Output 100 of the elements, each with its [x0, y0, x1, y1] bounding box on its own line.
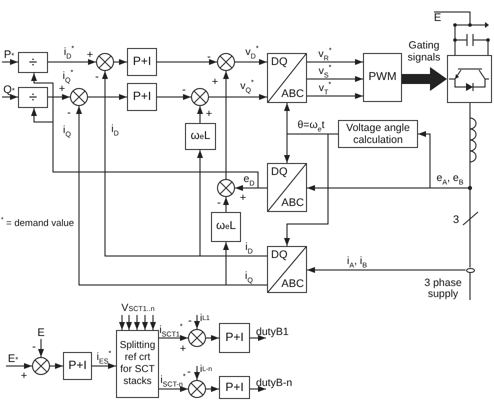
thick-arrow — [402, 67, 447, 91]
arrow — [306, 93, 364, 99]
arrow — [223, 70, 229, 180]
arrow — [234, 59, 268, 65]
sign-label: - — [95, 70, 99, 84]
arrow — [197, 106, 203, 124]
arrow — [134, 314, 140, 330]
sign-label: - — [187, 366, 191, 378]
sign-label: + — [86, 48, 94, 62]
process-block: Voltage angle calculation — [338, 120, 418, 148]
arrow — [194, 314, 200, 330]
note-text: $^{*}$ = demand value — [1, 218, 74, 230]
supply-label: 3 phase supply — [421, 278, 471, 300]
sign-label: - — [182, 84, 186, 96]
block-label: DQ — [271, 57, 288, 68]
arrow — [92, 363, 116, 369]
sign-label: + — [240, 192, 246, 204]
arrow — [2, 94, 18, 100]
block-label: ABC — [281, 89, 304, 100]
arrow — [88, 94, 128, 100]
summing-junction — [191, 88, 209, 106]
arrow — [142, 314, 148, 330]
controller-block: P+I — [219, 323, 250, 353]
controller-block: P+I — [63, 352, 92, 380]
edge-label: i$_{Q}$ — [245, 271, 253, 283]
arrow — [150, 314, 156, 330]
block-label: ABC — [281, 279, 304, 290]
summing-junction — [217, 53, 235, 71]
sign-label: - — [188, 314, 192, 328]
arrow — [6, 363, 32, 369]
sign-label: + — [180, 342, 186, 356]
arrow — [306, 267, 466, 273]
current-sensor-icon — [466, 268, 474, 272]
arrow — [223, 242, 268, 286]
connector-line — [434, 12, 470, 22]
arrow — [38, 338, 44, 358]
process-block: Splitting ref crt for SCT stacks — [116, 330, 159, 398]
arrow — [158, 335, 188, 341]
arrow — [119, 314, 125, 330]
arrow — [126, 314, 132, 330]
edge-label: i$_{D}$ — [111, 124, 119, 136]
arrow — [48, 59, 96, 65]
inverter-block — [447, 55, 492, 103]
sign-label: + — [212, 76, 218, 88]
arrow — [250, 335, 266, 341]
arrow — [208, 94, 268, 100]
transform-block — [267, 246, 307, 293]
arrow — [31, 108, 268, 188]
arrow — [306, 185, 470, 191]
edge-label: Gating signals — [406, 40, 442, 64]
arrow — [306, 76, 364, 82]
controller-block: P+I — [127, 48, 157, 76]
connector-line — [454, 46, 456, 56]
capacitor-icon — [452, 21, 491, 46]
transform-block — [267, 163, 307, 212]
pwm-block: PWM — [363, 53, 402, 102]
sign-label: - — [207, 50, 211, 64]
edge-label: i$_{A}$, i$_{B}$ — [346, 256, 368, 268]
signal-label: E — [432, 12, 443, 24]
summing-junction — [70, 88, 88, 106]
summing-junction — [217, 179, 235, 197]
summing-junction — [188, 380, 206, 398]
wire-count-label: 3 — [452, 214, 460, 226]
arrow — [114, 59, 128, 65]
output-label: dutyB-n — [253, 377, 293, 389]
arrow — [50, 363, 64, 369]
divider-block: ÷ — [18, 87, 48, 108]
edge-label: i$_{D}$ — [245, 242, 253, 254]
edge-label: θ=ω$_{e}$t — [297, 120, 325, 132]
arrow — [197, 150, 268, 256]
sign-label: + — [206, 108, 212, 120]
edge-label: e$_{A}$, e$_{B}$ — [436, 173, 464, 185]
block-label: ABC — [281, 198, 304, 209]
summing-junction — [32, 357, 50, 375]
block-label: DQ — [271, 250, 288, 261]
arrow — [223, 196, 229, 212]
sign-label: + — [20, 370, 28, 382]
arrow — [306, 59, 364, 65]
arrow — [156, 94, 192, 100]
block-label: DQ — [271, 167, 288, 178]
divider-block: ÷ — [18, 52, 48, 73]
arrow — [284, 134, 338, 246]
arrow — [250, 386, 266, 392]
edge-label: e$_{D}$ — [244, 174, 254, 186]
edge-label: i$_{Q}$ — [63, 125, 71, 137]
arrow — [48, 94, 70, 100]
controller-block: P+I — [127, 83, 157, 111]
sign-label: - — [217, 196, 221, 210]
summing-junction — [96, 53, 114, 71]
controller-block: P+I — [219, 376, 250, 399]
sign-label: - — [67, 106, 71, 120]
sign-label: + — [58, 82, 66, 96]
summing-junction — [188, 329, 206, 347]
signal-label: E — [36, 327, 46, 339]
output-label: dutyB1 — [253, 326, 289, 338]
arrow — [206, 335, 220, 341]
transform-block — [267, 53, 307, 103]
sign-label: - — [32, 340, 36, 354]
arrow — [2, 59, 18, 65]
arrow — [206, 386, 220, 392]
